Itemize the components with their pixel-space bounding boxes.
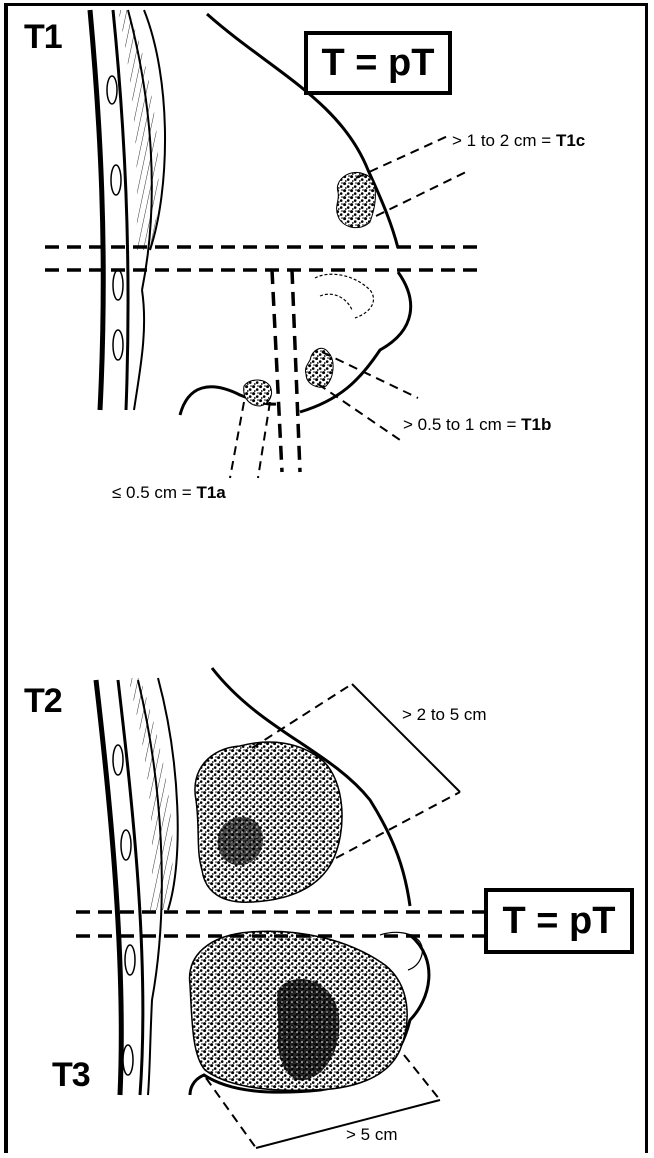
t1a-tumor (244, 380, 272, 406)
t1c-code: T1c (556, 131, 585, 150)
size-label-t1b: > 0.5 to 1 cm = T1b (403, 416, 551, 433)
t1b-code: T1b (521, 415, 551, 434)
t1-breast-outline-lower (300, 272, 411, 412)
t1c-tumor (337, 172, 376, 227)
size-label-t1a: ≤ 0.5 cm = T1a (112, 484, 226, 501)
stage-label-t2: T2 (24, 684, 62, 718)
size-label-t2: > 2 to 5 cm (402, 706, 487, 723)
t1a-code: T1a (196, 483, 225, 502)
t2-tumor (195, 742, 342, 902)
size-label-t3: > 5 cm (346, 1126, 398, 1143)
t1c-range: > 1 to 2 cm = (452, 131, 551, 150)
stage-label-t1: T1 (24, 20, 62, 54)
stage-label-t3: T3 (52, 1058, 90, 1092)
t1b-tumor (305, 348, 333, 387)
t1b-range: > 0.5 to 1 cm = (403, 415, 516, 434)
size-label-t1c: > 1 to 2 cm = T1c (452, 132, 585, 149)
t1-nipple (315, 274, 374, 318)
legend-box-bottom: T = pT (484, 888, 634, 954)
t1a-range: ≤ 0.5 cm = (112, 483, 192, 502)
t1-section-lines (45, 247, 480, 472)
t3-nipple (380, 932, 422, 970)
legend-box-top: T = pT (304, 31, 452, 95)
